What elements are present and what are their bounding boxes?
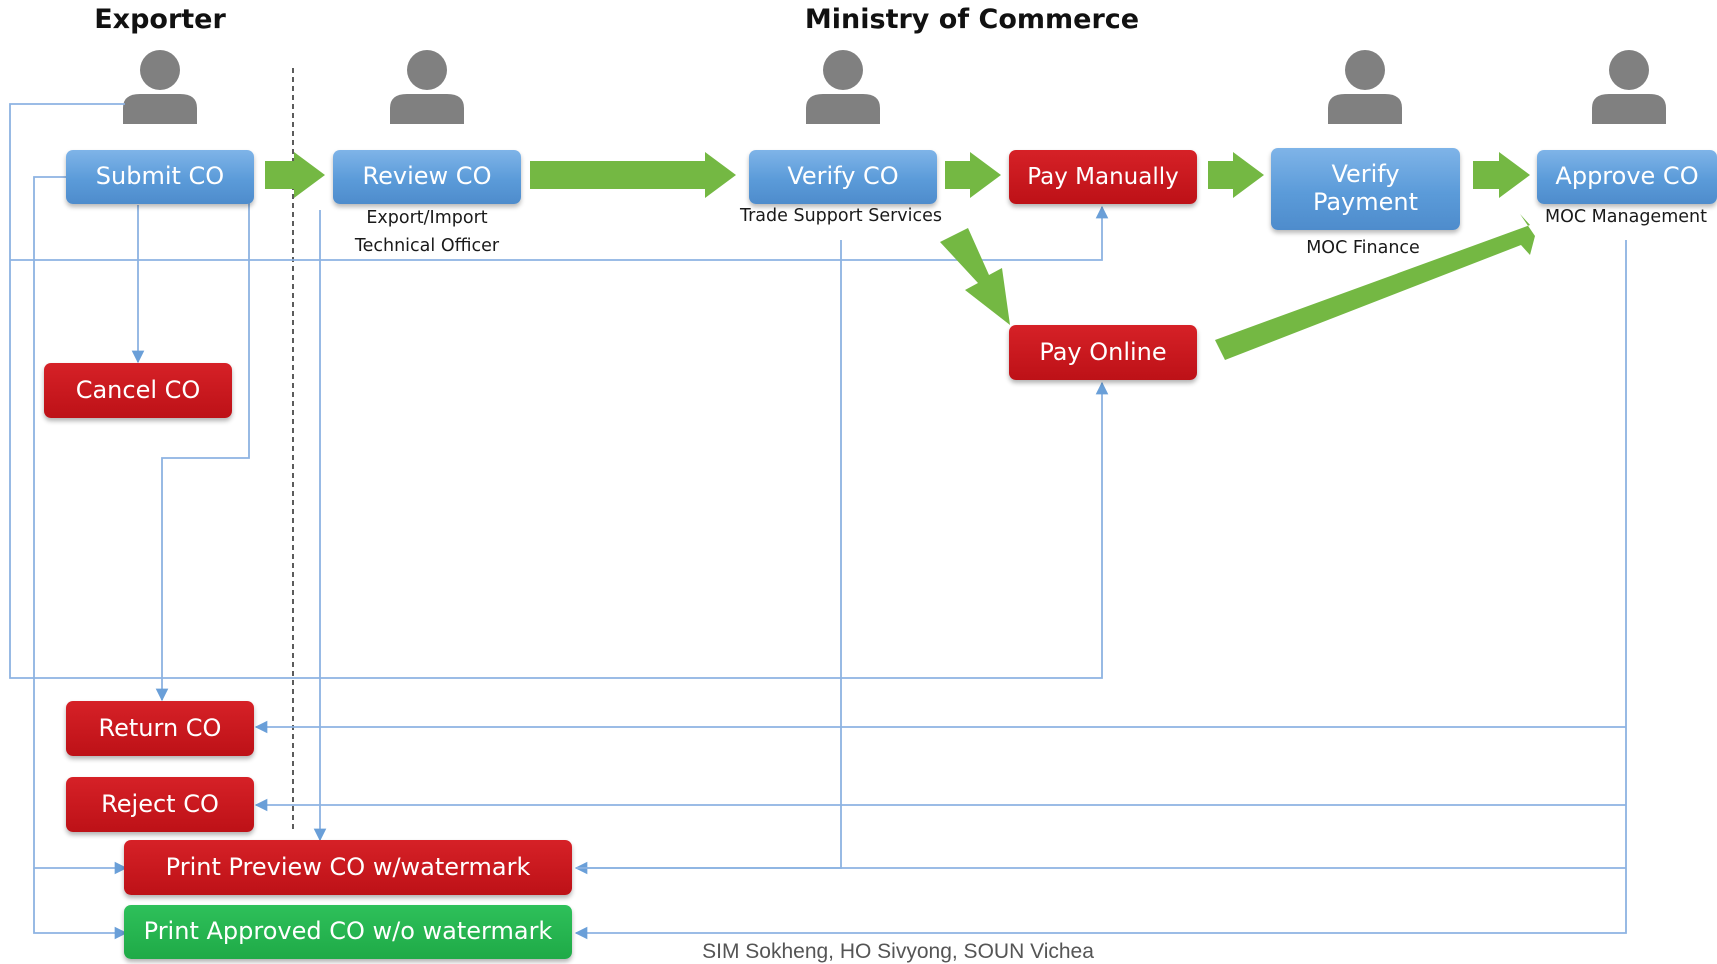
review-role-line2: Technical Officer bbox=[354, 236, 500, 256]
verify-role-caption: Trade Support Services bbox=[739, 206, 943, 226]
exporter-lane-title: Exporter bbox=[94, 4, 226, 35]
authors-footer: SIM Sokheng, HO Sivyong, SOUN Vichea bbox=[702, 940, 1094, 963]
connector-lines bbox=[9, 103, 1627, 940]
approve-role-caption: MOC Management bbox=[1545, 207, 1707, 227]
pay-manually-node[interactable]: Pay Manually bbox=[1009, 150, 1197, 204]
arrow-submit-review bbox=[265, 152, 325, 198]
arrow-verify-paymanual bbox=[945, 152, 1001, 198]
arrow-review-verify bbox=[530, 152, 736, 198]
management-person-icon bbox=[1592, 50, 1666, 124]
reviewer-person-icon bbox=[390, 50, 464, 124]
flow-arrows bbox=[265, 152, 1535, 360]
verify-payment-node[interactable]: Verify Payment bbox=[1271, 148, 1460, 230]
print-approved-co-node[interactable]: Print Approved CO w/o watermark bbox=[124, 905, 572, 959]
review-role-line1: Export/Import bbox=[366, 208, 488, 228]
approve-co-node[interactable]: Approve CO bbox=[1537, 150, 1717, 204]
pay-online-node[interactable]: Pay Online bbox=[1009, 325, 1197, 380]
exporter-person-icon bbox=[123, 50, 197, 124]
return-co-node[interactable]: Return CO bbox=[66, 701, 254, 756]
finance-person-icon bbox=[1328, 50, 1402, 124]
review-co-node[interactable]: Review CO bbox=[333, 150, 521, 204]
verify-co-node[interactable]: Verify CO bbox=[749, 150, 937, 204]
cancel-co-node[interactable]: Cancel CO bbox=[44, 363, 232, 418]
verify-payment-role-caption: MOC Finance bbox=[1306, 238, 1420, 258]
review-role-caption: Export/Import Technical Officer bbox=[355, 204, 499, 260]
arrow-payonline-approve bbox=[1215, 214, 1535, 360]
arrow-verifypayment-approve bbox=[1473, 152, 1530, 198]
verifier-person-icon bbox=[806, 50, 880, 124]
arrow-paymanual-verifypayment bbox=[1208, 152, 1264, 198]
reject-co-node[interactable]: Reject CO bbox=[66, 777, 254, 832]
submit-co-node[interactable]: Submit CO bbox=[66, 150, 254, 204]
print-preview-co-node[interactable]: Print Preview CO w/watermark bbox=[124, 840, 572, 895]
ministry-lane-title: Ministry of Commerce bbox=[804, 4, 1140, 35]
arrow-verify-payonline bbox=[940, 228, 1010, 325]
